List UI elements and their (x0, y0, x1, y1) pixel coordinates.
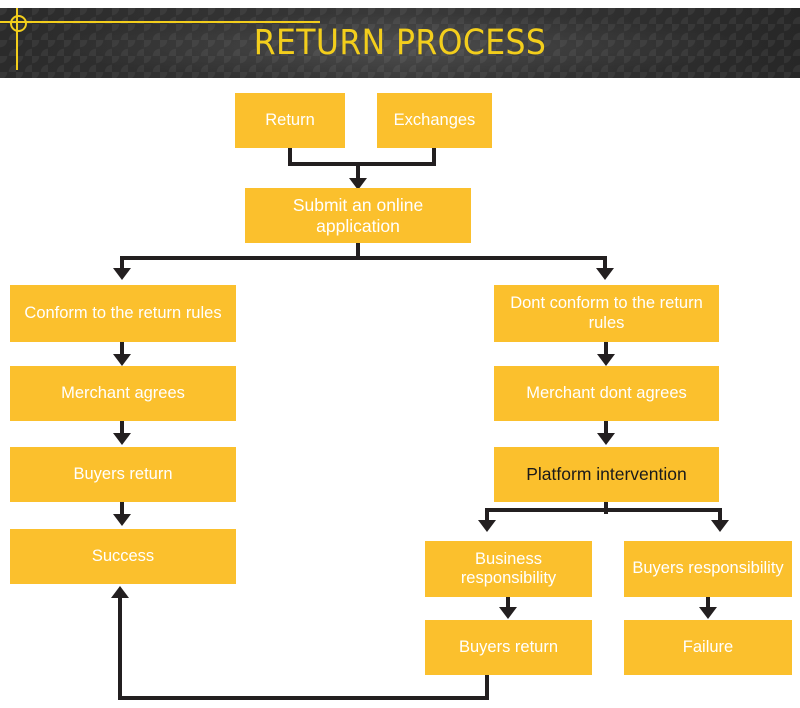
arrowhead-into-conform (113, 268, 131, 280)
edge-split-right-drop (603, 256, 607, 270)
node-dont-conform-to-rules[interactable]: Dont conform to the return rules (494, 285, 719, 342)
edge-return-to-merge (288, 148, 292, 166)
arrowhead-into-buyers-responsibility (711, 520, 729, 532)
arrowhead-into-business-responsibility (478, 520, 496, 532)
edge-split-left-drop (120, 256, 124, 270)
edge-merchant-dont-to-platform (604, 421, 608, 435)
node-failure[interactable]: Failure (624, 620, 792, 675)
page-header-banner: RETURN PROCESS (0, 8, 800, 78)
node-business-responsibility[interactable]: Business responsibility (425, 541, 592, 597)
arrowhead-into-failure (699, 607, 717, 619)
node-success[interactable]: Success (10, 529, 236, 584)
node-buyers-return-right[interactable]: Buyers return (425, 620, 592, 675)
edge-submit-to-split (356, 243, 360, 260)
page-title: RETURN PROCESS (253, 23, 547, 63)
registration-horizontal-line (0, 21, 320, 23)
node-conform-to-rules[interactable]: Conform to the return rules (10, 285, 236, 342)
registration-vertical-line (16, 8, 18, 70)
arrowhead-into-buyers-return-right (499, 607, 517, 619)
node-merchant-agrees[interactable]: Merchant agrees (10, 366, 236, 421)
arrowhead-feedback-into-success (111, 586, 129, 598)
edge-business-to-buyers-return-right (506, 597, 510, 609)
edge-merge-to-submit (356, 162, 360, 182)
arrowhead-into-buyers-return-left (113, 433, 131, 445)
edge-buyers-resp-to-failure (706, 597, 710, 609)
node-buyers-responsibility[interactable]: Buyers responsibility (624, 541, 792, 597)
edge-exchanges-to-merge (432, 148, 436, 166)
arrowhead-into-platform (597, 433, 615, 445)
edge-platform-split-horizontal (485, 508, 722, 512)
registration-crosshair-icon (10, 15, 27, 32)
edge-feedback-down (485, 675, 489, 700)
edge-feedback-horizontal (118, 696, 489, 700)
node-exchanges[interactable]: Exchanges (377, 93, 492, 148)
node-return[interactable]: Return (235, 93, 345, 148)
arrowhead-into-merchant-dont-agrees (597, 354, 615, 366)
edge-conform-to-merchant (120, 342, 124, 356)
edge-merchant-to-buyers-return (120, 421, 124, 435)
edge-platform-split-right-drop (718, 508, 722, 522)
arrowhead-into-success (113, 514, 131, 526)
edge-buyers-return-to-success (120, 502, 124, 516)
edge-split-horizontal (120, 256, 607, 260)
edge-platform-split-left-drop (485, 508, 489, 522)
edge-merge-horizontal (288, 162, 436, 166)
node-platform-intervention[interactable]: Platform intervention (494, 447, 719, 502)
banner-sheen (0, 8, 800, 78)
edge-dont-conform-to-merchant-dont (604, 342, 608, 356)
node-merchant-dont-agrees[interactable]: Merchant dont agrees (494, 366, 719, 421)
arrowhead-into-dont-conform (596, 268, 614, 280)
node-submit-application[interactable]: Submit an online application (245, 188, 471, 243)
edge-feedback-up (118, 598, 122, 696)
arrowhead-into-merchant-agrees (113, 354, 131, 366)
node-buyers-return-left[interactable]: Buyers return (10, 447, 236, 502)
arrowhead-into-submit (349, 178, 367, 190)
